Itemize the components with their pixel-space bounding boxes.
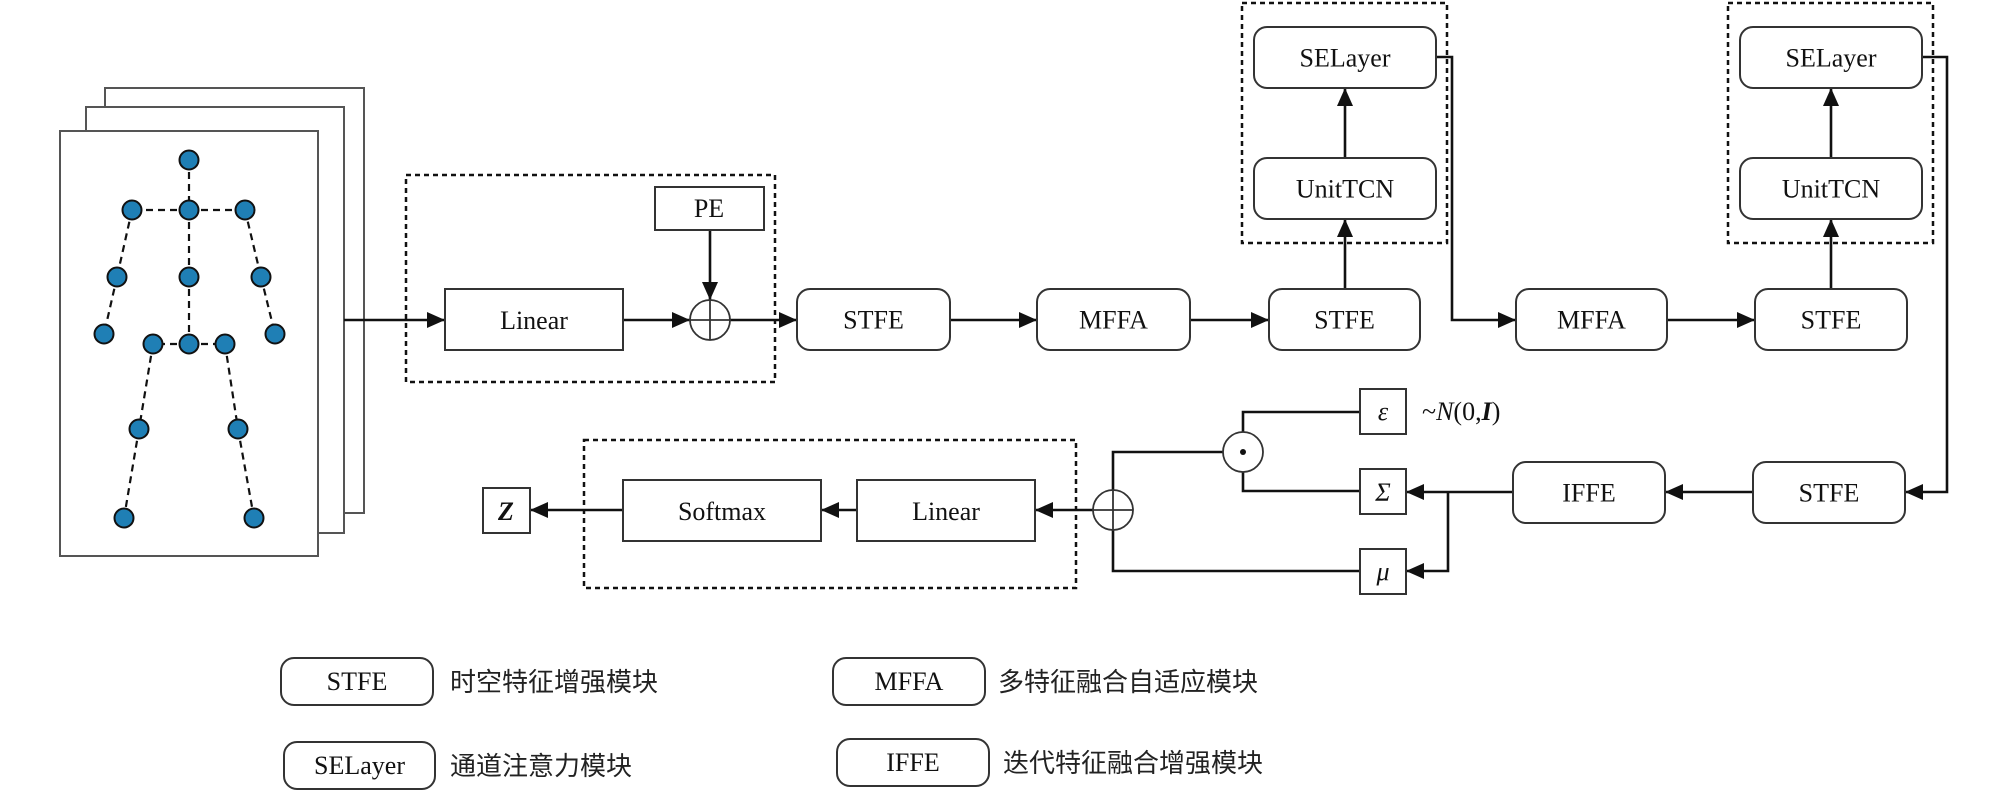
mu-node: μ: [1359, 548, 1407, 595]
legend-description: 多特征融合自适应模块: [998, 668, 1258, 698]
skeleton-joints: [93, 149, 286, 529]
stfe-4-label: STFE: [1799, 479, 1860, 508]
mffa-2-label: MFFA: [1557, 306, 1626, 335]
embedding-group: [404, 173, 777, 384]
output-z-label: Z: [497, 497, 514, 526]
joint-left-foot: [113, 507, 135, 529]
legend-swatch: [832, 657, 986, 706]
mffa-1-node: MFFA: [1036, 288, 1191, 351]
selayer-2-label: SELayer: [1786, 44, 1877, 73]
joint-right-shoulder: [234, 199, 256, 221]
softmax-label: Softmax: [678, 497, 766, 526]
unittcn-1-label: UnitTCN: [1296, 175, 1394, 204]
sigma-label: Σ: [1374, 478, 1391, 507]
tcn-group-2: [1726, 1, 1935, 245]
skeleton-input: [59, 87, 365, 557]
bone-left-knee-left-foot: [122, 428, 141, 519]
joint-spine: [178, 266, 200, 288]
legend-abbr: IFFE: [886, 748, 939, 777]
epsilon-node: ε: [1359, 388, 1407, 435]
legend-abbr: SELayer: [314, 751, 405, 780]
iffe-node: IFFE: [1512, 461, 1666, 524]
legend-abbr: STFE: [327, 667, 388, 696]
legend-swatch: [280, 657, 434, 706]
stfe-3-label: STFE: [1801, 306, 1862, 335]
joint-right-elbow: [250, 266, 272, 288]
connector-sigma-to-hadamard: [1241, 472, 1360, 493]
selayer-2-node: SELayer: [1739, 26, 1923, 89]
mffa-1-label: MFFA: [1079, 306, 1148, 335]
mffa-2-node: MFFA: [1515, 288, 1668, 351]
hadamard-op: [1222, 431, 1264, 473]
stfe-4-node: STFE: [1752, 461, 1906, 524]
latent-add-op: [1092, 489, 1134, 531]
connectors: [344, 55, 1949, 579]
joint-left-shoulder: [121, 199, 143, 221]
joint-right-hand: [264, 323, 286, 345]
pe-label: PE: [694, 194, 724, 223]
output-z-node: Z: [482, 487, 531, 534]
legend-description: 时空特征增强模块: [450, 668, 658, 698]
legend-item-stfe: STFE 时空特征增强模块: [280, 657, 658, 706]
stfe-2-label: STFE: [1314, 306, 1375, 335]
selayer-1-label: SELayer: [1300, 44, 1391, 73]
joint-pelvis: [178, 333, 200, 355]
legend: STFE 时空特征增强模块 MFFA 多特征融合自适应模块 SELayer 通道注意力模块…: [280, 657, 1263, 790]
classifier-linear-label: Linear: [912, 497, 980, 526]
connector-epsilon-to-hadamard: [1241, 410, 1360, 432]
epsilon-label: ε: [1378, 397, 1389, 426]
embedding-linear-node: Linear: [444, 288, 624, 351]
stfe-2-node: STFE: [1268, 288, 1421, 351]
selayer-1-node: SELayer: [1253, 26, 1437, 89]
joint-right-foot: [243, 507, 265, 529]
unittcn-1-node: UnitTCN: [1253, 157, 1437, 220]
connector-mu-to-add: [1111, 530, 1360, 573]
mu-label: μ: [1375, 557, 1389, 586]
stfe-1-node: STFE: [796, 288, 951, 351]
joint-neck: [178, 199, 200, 221]
tcn-group-1: [1240, 1, 1449, 245]
noise-distribution-label: ~N(0,I): [1422, 397, 1500, 426]
stfe-1-label: STFE: [843, 306, 904, 335]
sigma-node: Σ: [1359, 468, 1407, 515]
joint-left-elbow: [106, 266, 128, 288]
embedding-add-op: [689, 299, 731, 341]
joint-left-hip: [142, 333, 164, 355]
unittcn-2-node: UnitTCN: [1739, 157, 1923, 220]
joint-left-knee: [128, 418, 150, 440]
pe-node: PE: [654, 186, 765, 231]
embedding-linear-label: Linear: [500, 306, 568, 335]
stfe-3-node: STFE: [1754, 288, 1908, 351]
bone-left-hip-left-knee: [137, 343, 155, 430]
softmax-node: Softmax: [622, 479, 822, 542]
connector-selayer2-to-stfe4: [1905, 55, 1949, 500]
legend-abbr: MFFA: [875, 667, 944, 696]
joint-head: [178, 149, 200, 171]
connector-selayer1-to-mffa2: [1436, 55, 1516, 328]
connector-hadamard-to-add: [1111, 450, 1223, 490]
connector-iffe-to-mu: [1406, 492, 1450, 579]
legend-item-iffe: IFFE 迭代特征融合增强模块: [836, 738, 1263, 787]
legend-description: 通道注意力模块: [450, 752, 632, 782]
unittcn-2-label: UnitTCN: [1782, 175, 1880, 204]
legend-description: 迭代特征融合增强模块: [1003, 749, 1263, 779]
bone-right-hip-right-knee: [223, 343, 240, 430]
legend-item-selayer: SELayer 通道注意力模块: [283, 741, 632, 790]
bone-right-knee-right-foot: [236, 428, 256, 519]
joint-right-knee: [227, 418, 249, 440]
legend-item-mffa: MFFA 多特征融合自适应模块: [832, 657, 1258, 706]
legend-swatch: [283, 741, 436, 790]
iffe-label: IFFE: [1562, 479, 1615, 508]
joint-left-hand: [93, 323, 115, 345]
classifier-group: [582, 438, 1078, 590]
legend-swatch: [836, 738, 990, 787]
joint-right-hip: [214, 333, 236, 355]
classifier-linear-node: Linear: [856, 479, 1036, 542]
